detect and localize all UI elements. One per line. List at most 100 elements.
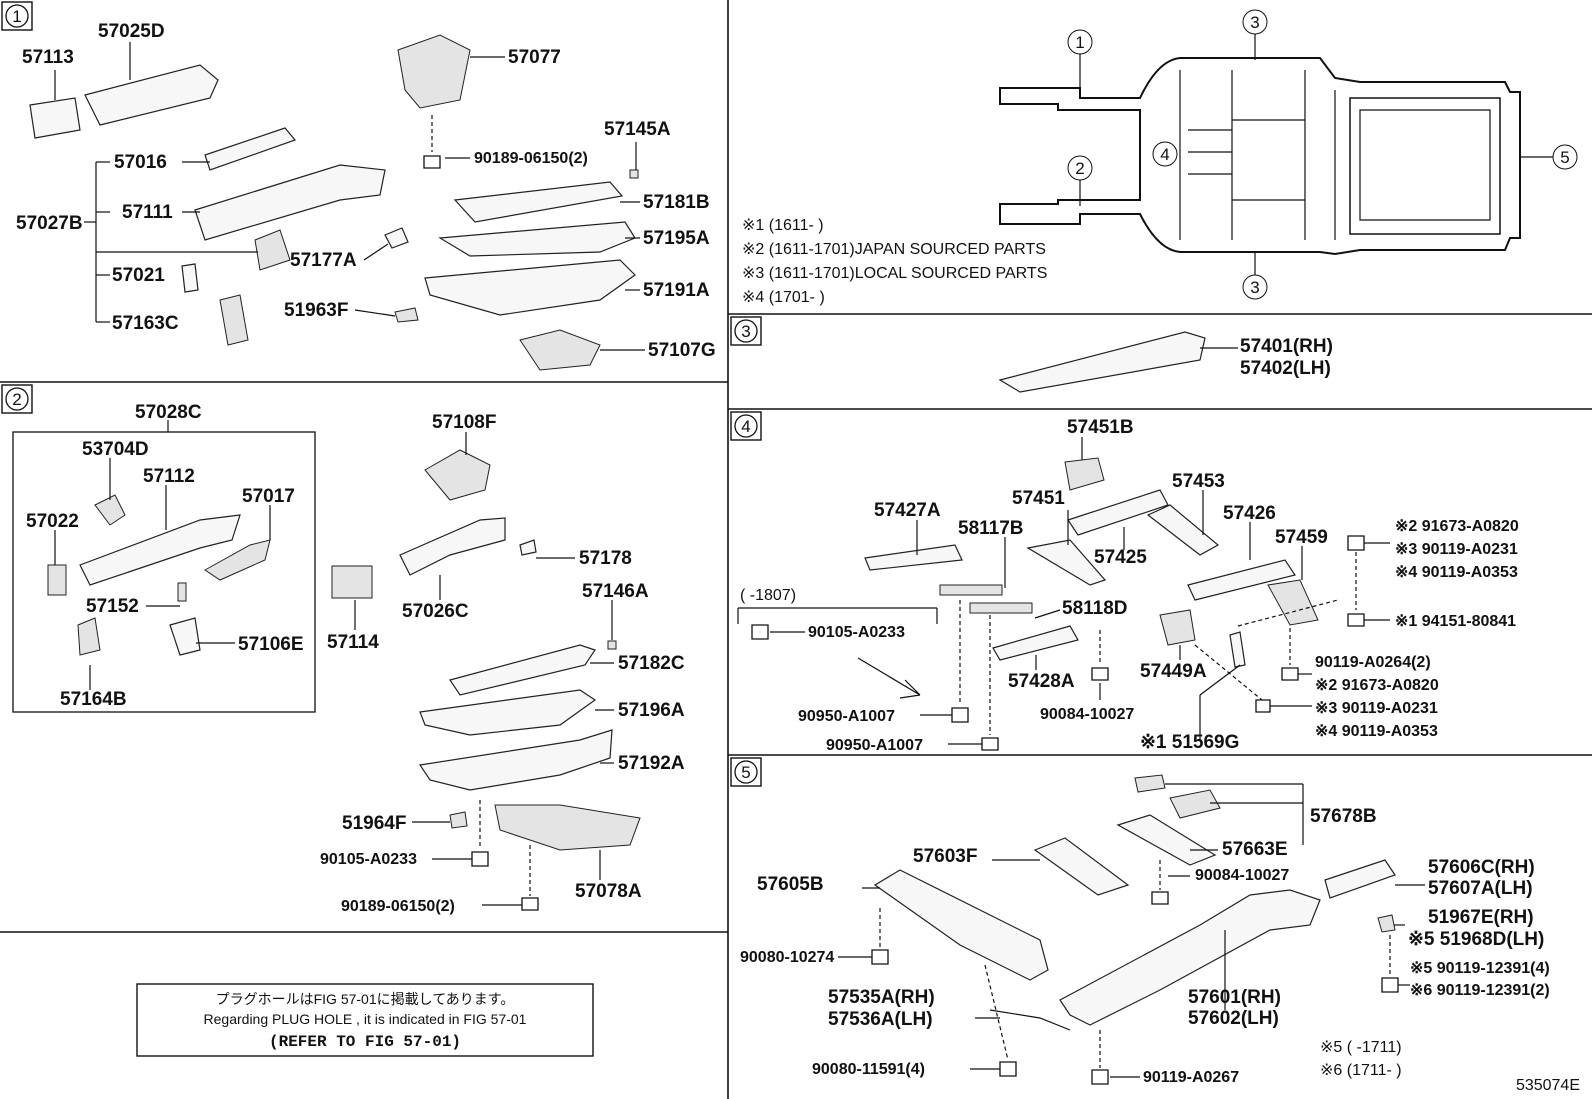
part-number-label: 58118D — [1062, 598, 1128, 619]
section-4-parts: 57451B 57453 57427A 57451 58117B 57426 5… — [737, 417, 1519, 754]
part-number-label: 57663E — [1222, 839, 1288, 860]
part-number-label: 57021 — [112, 265, 165, 286]
part-number-label: 57603F — [913, 846, 977, 867]
section-label-1: 1 — [1, 1, 33, 31]
diagram-text: プラグホールはFIG 57-01に掲載してあります。 — [216, 991, 515, 1007]
part-number-label: 51963F — [284, 300, 348, 321]
part-number-label: 57535A(RH) — [828, 987, 935, 1008]
section-2-parts: 57028C 53704D 57112 57017 57022 57152 57… — [12, 402, 685, 915]
part-number-label: ※5 90119-12391(4) — [1410, 960, 1550, 977]
diagram-text: 2 — [12, 390, 21, 409]
part-number-label: 57177A — [290, 250, 357, 271]
part-number-label: 57607A(LH) — [1428, 878, 1533, 899]
part-number-label: 57077 — [508, 47, 561, 68]
part-number-label: 57078A — [575, 881, 642, 902]
part-number-label: 90084-10027 — [1195, 867, 1289, 884]
part-number-label: ※4 90119-A0353 — [1395, 564, 1518, 581]
part-number-label: 57107G — [648, 340, 716, 361]
part-number-label: 57111 — [122, 202, 173, 223]
part-number-label: ※3 90119-A0231 — [1395, 541, 1518, 558]
diagram-text: 3 — [1250, 278, 1259, 297]
part-number-label: 57152 — [86, 596, 139, 617]
part-number-label: 57426 — [1223, 503, 1276, 524]
diagram-text: 4 — [1160, 145, 1169, 164]
part-number-label: 57459 — [1275, 527, 1328, 548]
part-number-label: 90080-10274 — [740, 949, 834, 966]
part-number-label: 57449A — [1140, 661, 1207, 682]
part-number-label: 57027B — [16, 213, 83, 234]
section-3-parts: 57401(RH) 57402(LH) — [998, 331, 1333, 393]
part-number-label: 90950-A1007 — [798, 708, 895, 725]
part-number-label: 57601(RH) — [1188, 987, 1281, 1008]
section-label-3: 3 — [730, 316, 762, 346]
part-number-label: 57191A — [643, 280, 710, 301]
diagram-text: 3 — [741, 322, 750, 341]
part-number-label: 57427A — [874, 500, 941, 521]
part-number-label: 57451 — [1012, 488, 1065, 509]
part-number-label: ※1 51569G — [1140, 732, 1239, 753]
section-1-parts: 57113 57025D 57077 90189-06150(2) 57145A… — [16, 21, 716, 371]
figure-code: 535074E — [1516, 1077, 1580, 1094]
part-number-label: 57196A — [618, 700, 685, 721]
refer-note-box: プラグホールはFIG 57-01に掲載してあります。 Regarding PLU… — [136, 983, 594, 1057]
diagram-text: (REFER TO FIG 57-01) — [269, 1033, 461, 1051]
diagram-text: 1 — [12, 7, 21, 26]
part-number-label: ※5 ( -1711) — [1320, 1039, 1402, 1056]
part-number-label: 51967E(RH) — [1428, 907, 1534, 928]
part-number-label: 90105-A0233 — [808, 624, 905, 641]
part-number-label: 90119-A0267 — [1143, 1069, 1239, 1086]
subassembly-box — [12, 431, 316, 713]
part-number-label: ※2 91673-A0820 — [1315, 677, 1439, 694]
part-number-label: 57022 — [26, 511, 79, 532]
part-number-label: ※2 91673-A0820 — [1395, 518, 1519, 535]
part-number-label: 57028C — [135, 402, 202, 423]
part-number-label: 57163C — [112, 313, 179, 334]
part-number-label: 57606C(RH) — [1428, 857, 1535, 878]
part-number-label: 57112 — [143, 466, 195, 487]
part-number-label: 90080-11591(4) — [812, 1061, 925, 1078]
part-number-label: 57106E — [238, 634, 304, 655]
part-number-label: 57195A — [643, 228, 710, 249]
diagram-text: ※1 (1611- ) — [742, 217, 824, 234]
part-number-label: 53704D — [82, 439, 149, 460]
diagram-text: 1 — [1075, 33, 1084, 52]
part-number-label: 57178 — [579, 548, 632, 569]
part-number-label: 57017 — [242, 486, 295, 507]
part-number-label: 57602(LH) — [1188, 1008, 1279, 1029]
part-number-label: 57108F — [432, 412, 496, 433]
part-number-label: 57164B — [60, 689, 127, 710]
part-number-label: 90119-A0264(2) — [1315, 654, 1431, 671]
part-number-label: 57146A — [582, 581, 649, 602]
part-number-label: 57536A(LH) — [828, 1009, 933, 1030]
part-number-label: 57401(RH) — [1240, 336, 1333, 357]
part-number-label: 57451B — [1067, 417, 1134, 438]
frame-overview — [999, 57, 1521, 256]
part-number-label: ※4 90119-A0353 — [1315, 723, 1438, 740]
part-number-label: 57181B — [643, 192, 710, 213]
diagram-text: ※4 (1701- ) — [742, 289, 825, 306]
part-number-label: ※6 (1711- ) — [1320, 1062, 1402, 1079]
section-label-5: 5 — [730, 757, 762, 787]
part-number-label: ※6 90119-12391(2) — [1410, 982, 1550, 999]
section-5-parts: 57678B 57663E 57603F 57605B 90084-10027 … — [740, 774, 1550, 1086]
diagram-text: Regarding PLUG HOLE , it is indicated in… — [204, 1011, 527, 1027]
part-number-label: 57453 — [1172, 471, 1225, 492]
part-number-label: 90950-A1007 — [826, 737, 923, 754]
part-number-label: ※5 51968D(LH) — [1408, 929, 1544, 950]
section-label-4: 4 — [730, 411, 762, 441]
section-label-2: 2 — [1, 384, 33, 414]
part-number-label: 57678B — [1310, 806, 1377, 827]
diagram-text: 2 — [1075, 159, 1084, 178]
part-number-label: 58117B — [958, 518, 1024, 539]
part-number-label: 90189-06150(2) — [474, 150, 588, 167]
part-number-label: 90105-A0233 — [320, 851, 417, 868]
diagram-text: 4 — [741, 417, 750, 436]
part-number-label: 90084-10027 — [1040, 706, 1134, 723]
diagram-text: ※2 (1611-1701)JAPAN SOURCED PARTS — [742, 241, 1046, 258]
part-number-label: 57145A — [604, 119, 671, 140]
part-number-label: ※1 94151-80841 — [1395, 613, 1516, 630]
part-number-label: 57113 — [22, 47, 74, 68]
part-number-label: 57026C — [402, 601, 469, 622]
